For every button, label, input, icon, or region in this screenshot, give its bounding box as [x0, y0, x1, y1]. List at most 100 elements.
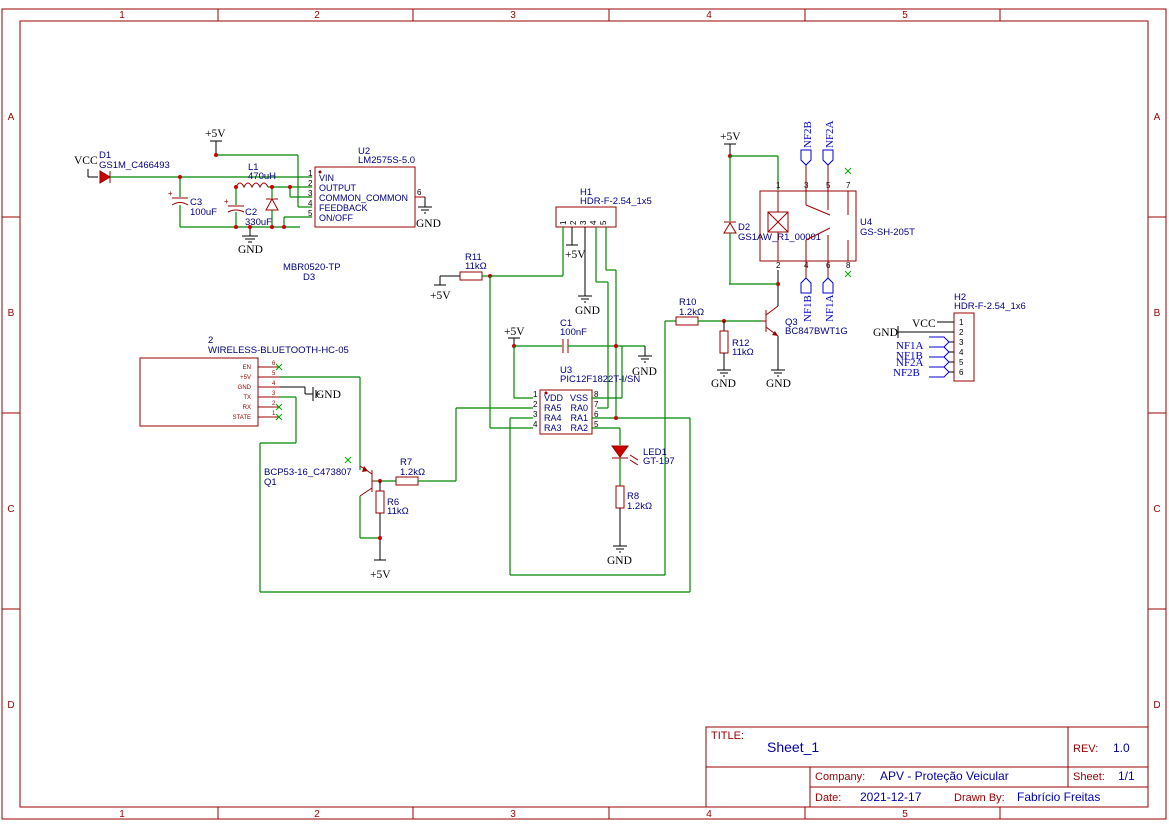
- u3-pinnum: 2: [533, 400, 538, 409]
- no-connect-mark: [844, 167, 852, 278]
- r12-ref: R12: [732, 338, 749, 349]
- q3-value: BC847BWT1G: [785, 326, 848, 337]
- h2-pinnum: 3: [959, 338, 964, 347]
- r12-resistor-symbol: [719, 330, 729, 354]
- u2-pin-feedback: FEEDBACK: [319, 203, 368, 213]
- net-label-gnd: GND: [575, 305, 600, 317]
- u3-pinnum: 3: [533, 410, 538, 419]
- net-label-gnd: GND: [873, 327, 898, 339]
- h1-pinnum: 4: [589, 220, 598, 225]
- h2-ref: H2: [954, 292, 966, 303]
- u2-pin-vin: VIN: [319, 173, 334, 183]
- net-label-gnd: GND: [238, 244, 263, 256]
- row-label: B: [1154, 308, 1161, 319]
- sheet-frame: 1 2 3 4 5 1 2 3 4 5 A B C D A B C D: [1, 8, 1167, 820]
- no-connect-mark: [275, 363, 352, 464]
- net-label-gnd: GND: [632, 366, 657, 378]
- row-label: D: [7, 700, 14, 711]
- u4-pinnum: 8: [846, 261, 851, 270]
- q1-value: BCP53-16_C473807: [264, 467, 352, 478]
- h2-pinnum: 4: [959, 348, 964, 357]
- u3-pin-ra4: RA4: [544, 413, 562, 423]
- d2-ref: D2: [738, 222, 750, 233]
- u2-regulator-symbol: [314, 166, 425, 228]
- tb-title-label: TITLE:: [711, 730, 744, 742]
- tb-drawn: Fabrício Freitas: [1017, 790, 1100, 804]
- c3-ref: C3: [190, 197, 202, 208]
- r12-value: 11kΩ: [732, 347, 754, 358]
- r8-ref: R8: [627, 491, 639, 502]
- led1-value: GT-197: [643, 456, 675, 467]
- capacitor-c2-symbol: +: [224, 197, 245, 213]
- h2-header-symbol: [953, 312, 975, 382]
- net-label-nf1b: NF1B: [896, 350, 923, 362]
- col-label: 2: [314, 10, 320, 21]
- diode-d2-symbol: [723, 221, 737, 234]
- net-label-gnd: GND: [316, 389, 341, 401]
- h2-header-section: H2 HDR-F-2.54_1x6 1 2 3 4 5 6 VCC GND NF…: [873, 292, 1026, 382]
- u3-value: PIC12F1822T-I/SN: [560, 374, 640, 385]
- diode-d1-symbol: [99, 170, 111, 184]
- title-block: TITLE: Sheet_1 REV: 1.0 Company: APV - P…: [705, 726, 1149, 808]
- h2-value: HDR-F-2.54_1x6: [954, 301, 1026, 312]
- h2-pinnum: 2: [959, 328, 964, 337]
- r6-resistor-symbol: [375, 490, 385, 514]
- u4-value: GS-SH-205T: [860, 227, 915, 238]
- col-label: 5: [902, 809, 908, 820]
- u2-pinnum: 6: [417, 188, 422, 197]
- c1-ref: C1: [560, 318, 572, 329]
- c3-value: 100uF: [190, 207, 217, 218]
- svg-text:+: +: [168, 189, 173, 198]
- h1-header-symbol: [555, 206, 617, 228]
- r11-resistor-symbol: [459, 271, 483, 281]
- net-label-5v: +5V: [430, 290, 451, 302]
- h2-pinnum: 6: [959, 368, 964, 377]
- col-label: 1: [119, 10, 125, 21]
- r8-resistor-symbol: [615, 485, 625, 509]
- u3-pin-ra3: RA3: [544, 423, 562, 433]
- net-label-nf2b: NF2B: [893, 367, 920, 379]
- net-label-5v: +5V: [504, 326, 525, 338]
- bt-pinnum: 4: [272, 381, 276, 387]
- u4-pinnum: 2: [776, 261, 781, 270]
- led-section: LED1 GT-197 R8 1.2kΩ GND: [607, 445, 675, 567]
- tb-sheet: 1/1: [1118, 769, 1135, 783]
- q3-ref: Q3: [785, 317, 798, 328]
- bt-pinnum: 3: [272, 391, 276, 397]
- col-label: 1: [119, 809, 125, 820]
- row-label: B: [8, 308, 15, 319]
- u2-pin-onoff: ON/OFF: [319, 213, 353, 223]
- mcu-section: +5V C1 100nF GND U3 PIC12F1822T-I/SN VDD…: [428, 318, 691, 592]
- col-label: 3: [510, 10, 516, 21]
- capacitor-c3-symbol: +: [168, 189, 189, 206]
- r7-resistor-symbol: [395, 476, 419, 486]
- row-label: A: [1154, 112, 1161, 123]
- d1-ref: D1: [99, 150, 111, 161]
- power-supply-section: VCC D1 GS1M_C466493 + C3 100uF +5V: [74, 128, 441, 283]
- u4-relay-symbol: [759, 190, 857, 262]
- net-label-5v: +5V: [720, 131, 741, 143]
- u3-pin-ra0: RA0: [570, 403, 588, 413]
- u2-pinnum: 4: [308, 199, 313, 208]
- u4-pinnum: 7: [846, 181, 851, 190]
- tb-date-label: Date:: [815, 792, 841, 804]
- inductor-l1-symbol: [235, 182, 269, 189]
- bt-power-switch-section: BCP53-16_C473807 Q1 R6 11kΩ +5V R7 1.2kΩ: [264, 457, 428, 581]
- bt-pinnum: 5: [272, 371, 276, 377]
- net-label-5v: +5V: [205, 128, 226, 140]
- r10-resistor-symbol: [675, 316, 699, 326]
- u3-pin-ra1: RA1: [570, 413, 588, 423]
- u3-ref: U3: [560, 365, 572, 376]
- r6-ref: R6: [387, 497, 399, 508]
- net-label-nf1b: NF1B: [802, 295, 814, 322]
- u2-pin-common: COMMON_COMMON: [319, 193, 408, 203]
- led1-ref: LED1: [643, 447, 667, 458]
- bluetooth-module-symbol: [139, 357, 259, 427]
- bluetooth-section: 2 WIRELESS-BLUETOOTH-HC-05 EN +5V GND TX…: [139, 335, 690, 593]
- bt-pinnum: 2: [272, 401, 276, 407]
- c2-value: 330uF: [245, 217, 272, 228]
- h1-pinnum: 5: [599, 220, 608, 225]
- q1-ref: Q1: [264, 477, 277, 488]
- diode-d3-symbol: [265, 197, 279, 211]
- net-label-5v: +5V: [370, 569, 391, 581]
